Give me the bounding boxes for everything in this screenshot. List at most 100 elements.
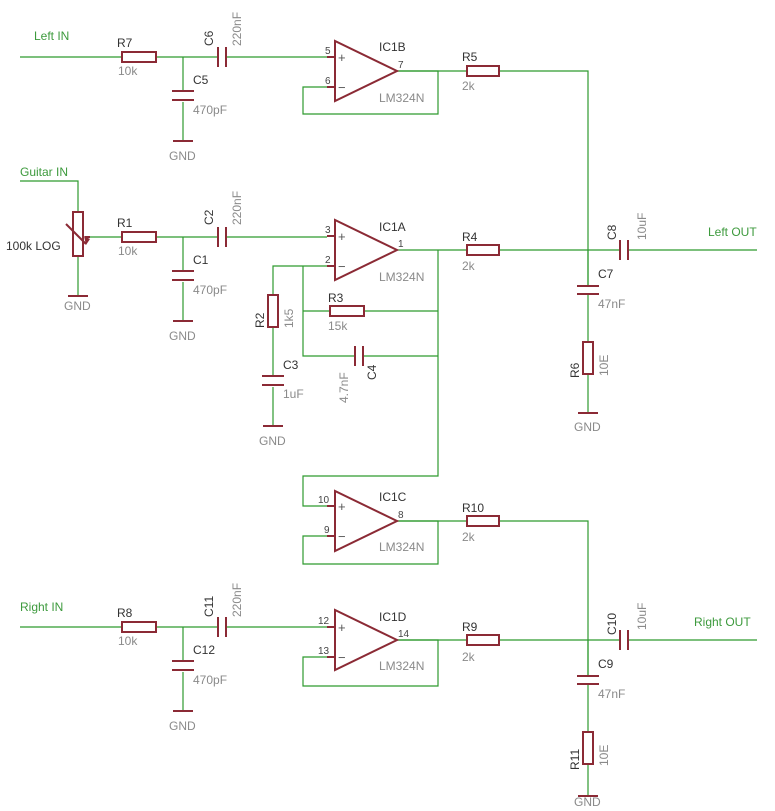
svg-text:GND: GND xyxy=(574,795,601,809)
opamps xyxy=(327,39,400,672)
svg-text:R9: R9 xyxy=(462,620,478,634)
svg-text:−: − xyxy=(338,80,346,95)
svg-text:−: − xyxy=(338,259,346,274)
svg-text:GND: GND xyxy=(169,149,196,163)
svg-text:R3: R3 xyxy=(328,291,344,305)
svg-text:GND: GND xyxy=(259,434,286,448)
svg-text:8: 8 xyxy=(398,510,404,521)
capacitor-c10 xyxy=(619,630,629,650)
svg-text:470pF: 470pF xyxy=(193,283,227,297)
svg-text:R1: R1 xyxy=(117,216,133,230)
svg-text:10uF: 10uF xyxy=(635,213,649,240)
svg-text:IC1B: IC1B xyxy=(379,40,406,54)
svg-text:1: 1 xyxy=(398,239,404,250)
pot-value: 100k LOG xyxy=(6,239,61,253)
svg-text:470pF: 470pF xyxy=(193,103,227,117)
svg-text:10E: 10E xyxy=(597,355,611,376)
svg-text:470pF: 470pF xyxy=(193,673,227,687)
svg-text:1k5: 1k5 xyxy=(282,308,296,328)
svg-text:C1: C1 xyxy=(193,253,209,267)
capacitors xyxy=(172,47,629,685)
svg-text:LM324N: LM324N xyxy=(379,270,424,284)
svg-text:C4: C4 xyxy=(365,364,379,380)
svg-text:2k: 2k xyxy=(462,530,476,544)
svg-text:R5: R5 xyxy=(462,50,478,64)
svg-text:6: 6 xyxy=(325,76,331,87)
svg-text:C9: C9 xyxy=(598,657,614,671)
svg-text:GND: GND xyxy=(574,420,601,434)
capacitor-c8 xyxy=(619,240,629,260)
svg-text:220nF: 220nF xyxy=(230,12,244,46)
svg-text:5: 5 xyxy=(325,46,331,57)
svg-text:C5: C5 xyxy=(193,73,209,87)
svg-text:2k: 2k xyxy=(462,79,476,93)
svg-text:9: 9 xyxy=(324,525,330,536)
opamp-ic1c xyxy=(334,489,400,553)
svg-text:2: 2 xyxy=(325,255,331,266)
net-labels: Left IN Guitar IN Right IN Left OUT Righ… xyxy=(20,29,757,629)
opamp-ic1b xyxy=(334,39,400,103)
opamp-ic1a xyxy=(334,218,400,282)
svg-text:GND: GND xyxy=(64,299,91,313)
resistor-r6 xyxy=(582,341,594,375)
resistor-r9 xyxy=(466,634,500,646)
svg-text:+: + xyxy=(338,229,346,244)
svg-text:10E: 10E xyxy=(597,745,611,766)
svg-text:1uF: 1uF xyxy=(283,387,304,401)
resistor-r10 xyxy=(466,515,500,527)
svg-text:+: + xyxy=(338,620,346,635)
net-right-in: Right IN xyxy=(20,600,63,614)
svg-text:+: + xyxy=(338,499,346,514)
svg-text:47nF: 47nF xyxy=(598,297,625,311)
net-right-out: Right OUT xyxy=(694,615,751,629)
svg-text:C2: C2 xyxy=(202,209,216,225)
svg-text:LM324N: LM324N xyxy=(379,91,424,105)
svg-text:3: 3 xyxy=(325,225,331,236)
capacitor-c11 xyxy=(217,617,227,637)
wires xyxy=(20,56,757,795)
capacitor-c4 xyxy=(354,346,364,366)
resistors xyxy=(121,51,594,765)
svg-text:10uF: 10uF xyxy=(635,603,649,630)
component-labels: 100k LOG R7 10k R1 10k R8 10k R5 2k R4 2… xyxy=(6,12,649,809)
capacitor-c2 xyxy=(217,227,227,247)
svg-text:12: 12 xyxy=(318,616,330,627)
resistor-r7 xyxy=(121,51,157,63)
svg-text:C6: C6 xyxy=(202,30,216,46)
svg-text:2k: 2k xyxy=(462,259,476,273)
net-left-in: Left IN xyxy=(34,29,69,43)
svg-text:R4: R4 xyxy=(462,230,478,244)
net-left-out: Left OUT xyxy=(708,225,757,239)
svg-text:2k: 2k xyxy=(462,650,476,664)
svg-text:C12: C12 xyxy=(193,643,215,657)
svg-text:R6: R6 xyxy=(568,362,582,378)
svg-text:GND: GND xyxy=(169,329,196,343)
svg-text:C7: C7 xyxy=(598,267,614,281)
svg-text:+: + xyxy=(338,50,346,65)
svg-text:15k: 15k xyxy=(328,319,348,333)
svg-text:R10: R10 xyxy=(462,501,484,515)
svg-text:C8: C8 xyxy=(605,224,619,240)
svg-text:GND: GND xyxy=(169,719,196,733)
svg-text:R2: R2 xyxy=(253,312,267,328)
svg-text:R8: R8 xyxy=(117,606,133,620)
svg-text:10k: 10k xyxy=(118,634,138,648)
opamp-signs: + − + − + − + − xyxy=(338,50,346,665)
svg-text:−: − xyxy=(338,650,346,665)
svg-text:C3: C3 xyxy=(283,358,299,372)
opamp-ic1d xyxy=(334,608,400,672)
svg-text:7: 7 xyxy=(398,60,404,71)
resistor-r11 xyxy=(582,731,594,765)
resistor-r3 xyxy=(329,305,365,317)
svg-text:R11: R11 xyxy=(568,749,582,770)
resistor-r4 xyxy=(466,244,500,256)
svg-text:LM324N: LM324N xyxy=(379,540,424,554)
capacitor-c9 xyxy=(577,675,599,685)
capacitor-c7 xyxy=(577,285,599,295)
svg-text:4.7nF: 4.7nF xyxy=(337,372,351,403)
potentiometer xyxy=(65,211,90,257)
capacitor-c3 xyxy=(262,375,284,386)
svg-text:IC1C: IC1C xyxy=(379,490,407,504)
svg-text:10: 10 xyxy=(318,495,330,506)
